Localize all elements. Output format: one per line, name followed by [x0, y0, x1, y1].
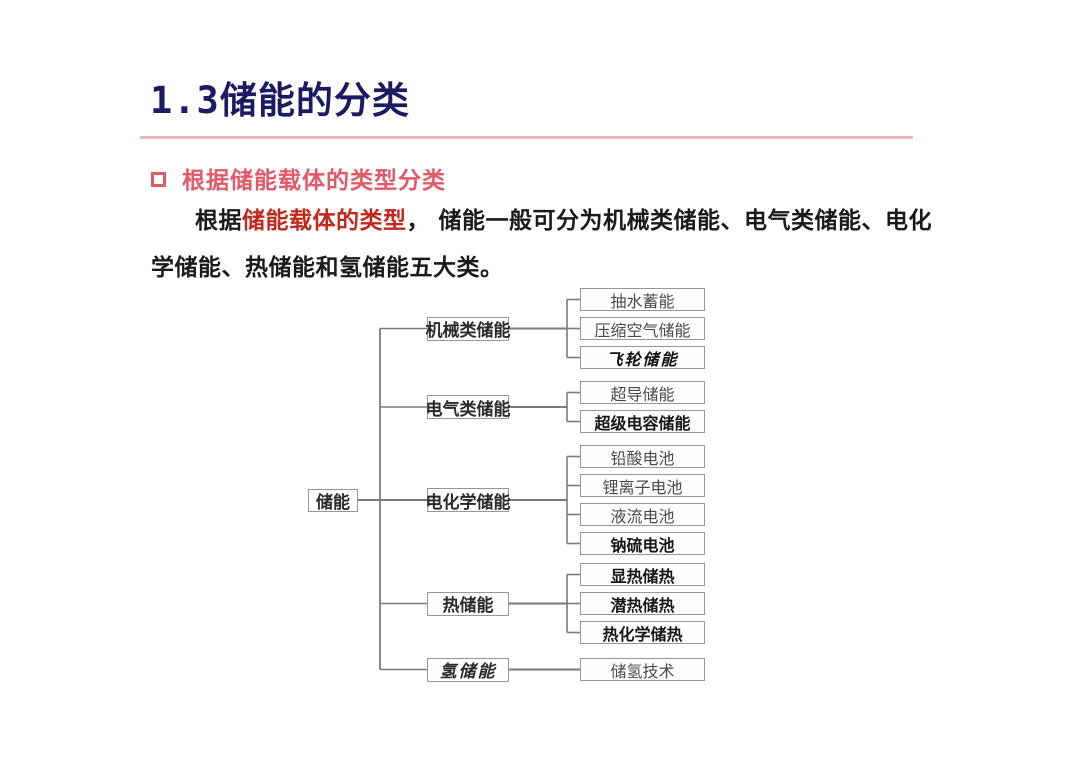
- tree-leaf-box: 锂离子电池: [580, 474, 705, 497]
- slide-title: 1.3储能的分类: [150, 79, 410, 122]
- square-bullet-icon: [151, 172, 166, 187]
- intro-text-segment: 根据: [195, 208, 242, 234]
- title-divider: [140, 136, 913, 139]
- tree-leaf-box: 抽水蓄能: [580, 288, 705, 311]
- tree-root-box: 储能: [308, 488, 358, 513]
- tree-leaf-box: 液流电池: [580, 503, 705, 526]
- tree-leaf-box: 铅酸电池: [580, 445, 705, 468]
- tree-category-box: 机械类储能: [426, 316, 511, 341]
- tree-leaf-box: 超导储能: [580, 381, 705, 404]
- tree-category-box: 电化学储能: [426, 488, 511, 513]
- tree-leaf-box: 超级电容储能: [580, 410, 705, 433]
- tree-leaf-box: 热化学储热: [580, 621, 705, 644]
- tree-leaf-box: 储氢技术: [580, 658, 705, 681]
- section-heading: 根据储能载体的类型分类: [182, 168, 446, 194]
- section-heading-row: 根据储能载体的类型分类: [151, 168, 446, 194]
- tree-leaf-box: 显热储热: [580, 563, 705, 586]
- tree-category-box: 热储能: [427, 591, 509, 616]
- tree-leaf-box: 飞轮储能: [580, 346, 705, 369]
- intro-text-segment: ， 储能一般可分为机械类储能、电气类储能、电化: [406, 208, 933, 234]
- tree-category-box: 氢储能: [427, 657, 509, 682]
- intro-text-segment: 储能载体的类型: [242, 208, 407, 234]
- tree-category-box: 电气类储能: [426, 395, 511, 420]
- tree-leaf-box: 钠硫电池: [580, 532, 705, 555]
- tree-leaf-box: 压缩空气储能: [580, 317, 705, 340]
- tree-leaf-box: 潜热储热: [580, 592, 705, 615]
- intro-line-2: 学储能、热储能和氢储能五大类。: [151, 255, 504, 281]
- intro-line-1: 根据储能载体的类型， 储能一般可分为机械类储能、电气类储能、电化: [140, 206, 995, 236]
